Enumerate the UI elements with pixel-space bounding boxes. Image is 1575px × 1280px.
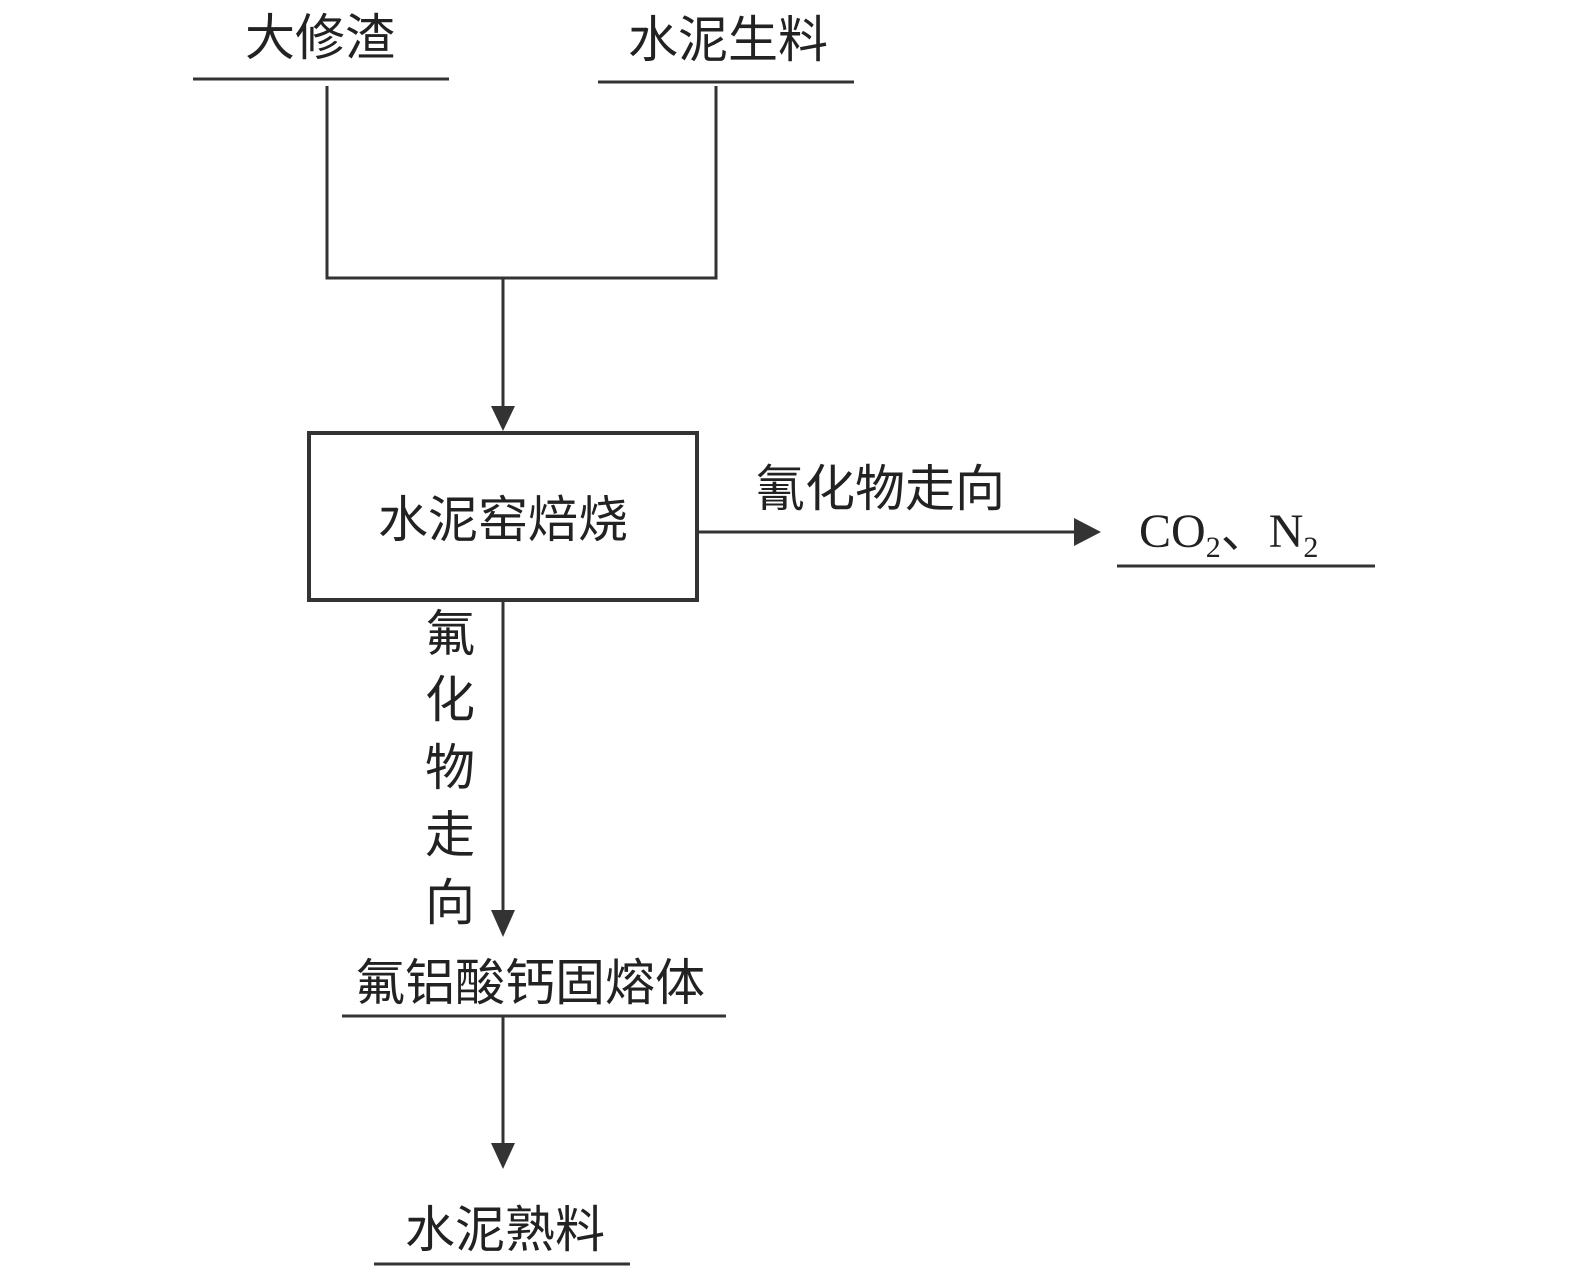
label-fluoride-direction: 氟 化 物 走 向 <box>425 605 475 932</box>
fluoride-char-3: 物 <box>425 739 475 797</box>
fluoride-char-1: 氟 <box>425 605 475 663</box>
node-fluoride-product: 氟铝酸钙固熔体 <box>355 954 705 1012</box>
merge-connector <box>325 86 718 280</box>
node-cement-clinker: 水泥熟料 <box>405 1201 605 1259</box>
arrowhead-to-kiln <box>491 406 515 431</box>
kiln-box <box>307 431 699 602</box>
node-cyanide-products: CO2、N2 <box>1139 505 1318 564</box>
node-kiln-roasting: 水泥窑焙烧 <box>378 491 628 549</box>
arrowhead-cyanide <box>1074 518 1101 546</box>
fluoride-char-4: 走 <box>425 806 475 864</box>
formula-co: CO <box>1139 505 1206 558</box>
arrowhead-to-clinker <box>491 1143 515 1169</box>
formula-sub-2a: 2 <box>1206 531 1221 564</box>
formula-sep-n: 、N <box>1221 505 1304 558</box>
formula-sub-2b: 2 <box>1303 531 1318 564</box>
arrowhead-fluoride <box>491 910 515 937</box>
fluoride-char-5: 向 <box>425 874 475 932</box>
node-cement-raw-meal: 水泥生料 <box>628 11 828 69</box>
fluoride-char-2: 化 <box>425 671 475 729</box>
node-overhaul-slag: 大修渣 <box>245 9 395 67</box>
label-cyanide-direction: 氰化物走向 <box>755 460 1005 518</box>
